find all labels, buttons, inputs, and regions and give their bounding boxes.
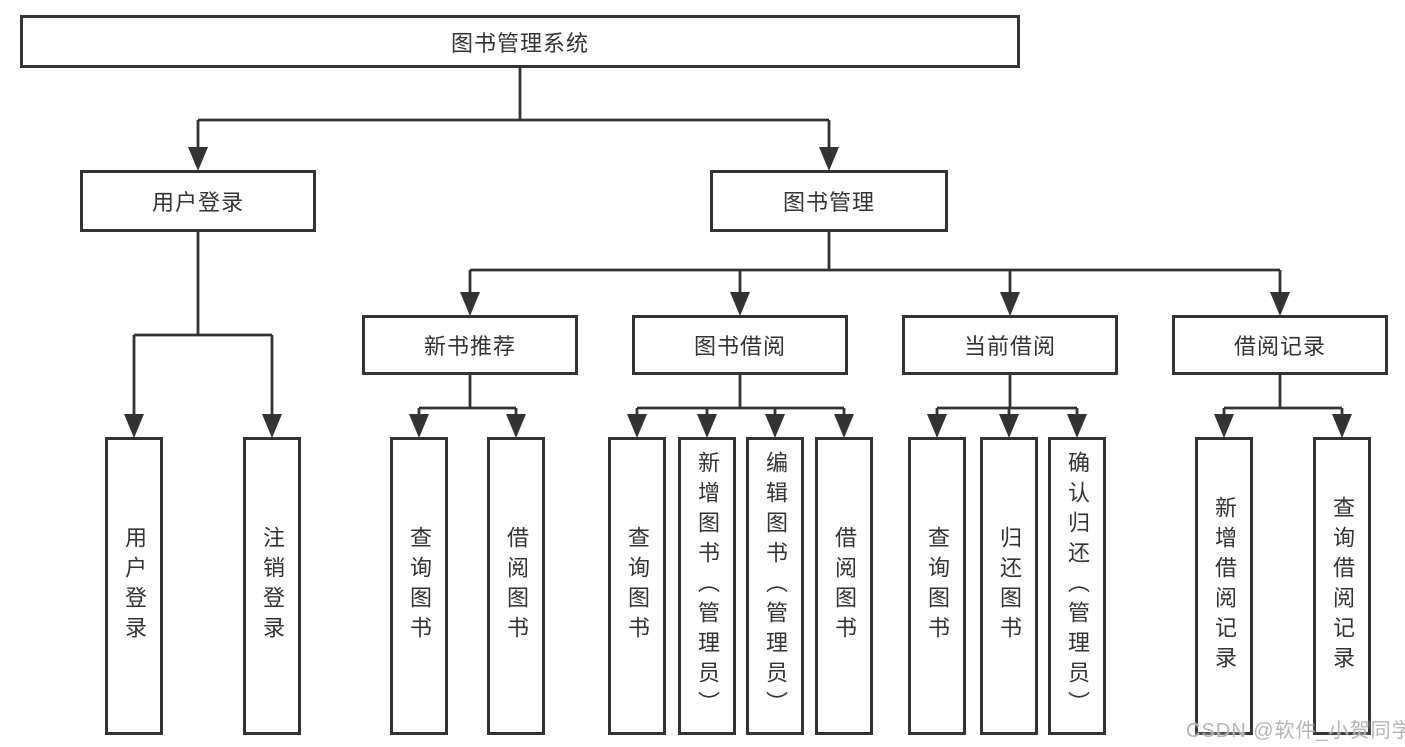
node-root-label: 图书管理系统 (450, 30, 589, 56)
leaf-add-borrow-record-label: 新增借阅记录 (1212, 496, 1237, 676)
node-book-management: 图书管理 (710, 170, 948, 232)
node-new-book-recommend: 新书推荐 (362, 315, 578, 375)
leaf-user-login: 用户登录 (105, 437, 163, 735)
leaf-query-books-current-label: 查询图书 (925, 526, 950, 646)
leaf-borrow-books-borrowing: 借阅图书 (815, 437, 873, 735)
leaf-add-book-admin-label: 新增图书（管理员） (695, 451, 720, 721)
leaf-user-login-label: 用户登录 (122, 526, 147, 646)
node-user-login: 用户登录 (80, 170, 316, 232)
leaf-edit-book-admin-label: 编辑图书（管理员） (763, 451, 788, 721)
leaf-query-borrow-record-label: 查询借阅记录 (1330, 496, 1355, 676)
leaf-add-borrow-record: 新增借阅记录 (1195, 437, 1253, 735)
leaf-query-borrow-record: 查询借阅记录 (1313, 437, 1371, 735)
leaf-logout-label: 注销登录 (260, 526, 285, 646)
leaf-query-books-recommend: 查询图书 (390, 437, 448, 735)
leaf-query-books-recommend-label: 查询图书 (407, 526, 432, 646)
arrowheads (124, 147, 1352, 438)
leaf-query-books-borrowing-label: 查询图书 (625, 526, 650, 646)
leaf-query-books-borrowing: 查询图书 (608, 437, 666, 735)
leaf-add-book-admin: 新增图书（管理员） (678, 437, 736, 735)
leaf-borrow-books-borrowing-label: 借阅图书 (832, 526, 857, 646)
leaf-confirm-return-admin: 确认归还（管理员） (1048, 437, 1106, 735)
leaf-logout: 注销登录 (243, 437, 301, 735)
node-book-borrowing: 图书借阅 (632, 315, 848, 375)
leaf-borrow-books-recommend-label: 借阅图书 (504, 526, 529, 646)
leaf-edit-book-admin: 编辑图书（管理员） (746, 437, 804, 735)
node-book-borrowing-label: 图书借阅 (693, 334, 786, 359)
leaf-return-book-label: 归还图书 (997, 526, 1022, 646)
node-borrow-records: 借阅记录 (1172, 315, 1388, 375)
node-root: 图书管理系统 (20, 15, 1020, 68)
leaf-confirm-return-admin-label: 确认归还（管理员） (1065, 451, 1090, 721)
node-book-management-label: 图书管理 (782, 190, 875, 215)
node-new-book-recommend-label: 新书推荐 (423, 334, 516, 359)
leaf-borrow-books-recommend: 借阅图书 (487, 437, 545, 735)
leaf-query-books-current: 查询图书 (908, 437, 966, 735)
node-borrow-records-label: 借阅记录 (1233, 334, 1326, 359)
node-current-borrowing: 当前借阅 (902, 315, 1118, 375)
node-user-login-label: 用户登录 (151, 190, 244, 215)
tree-edges (132, 68, 1344, 417)
node-current-borrowing-label: 当前借阅 (963, 334, 1056, 359)
leaf-return-book: 归还图书 (980, 437, 1038, 735)
csdn-watermark: CSDN @软件_小贺同学 (1186, 720, 1405, 742)
